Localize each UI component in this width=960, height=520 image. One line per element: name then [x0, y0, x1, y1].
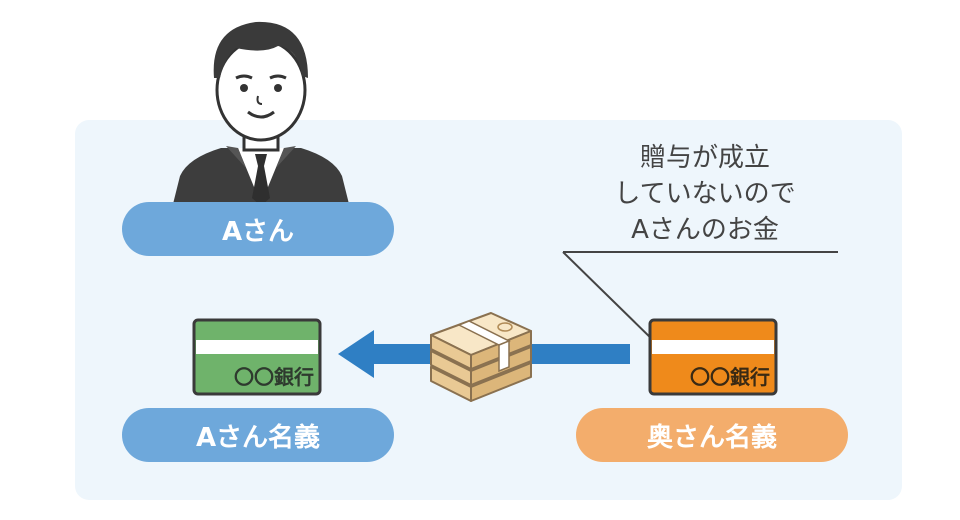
right-bank-card: 〇〇銀行 — [648, 318, 778, 396]
money-stack-icon — [430, 312, 532, 402]
businessman-icon — [172, 21, 350, 208]
left-bank-card: 〇〇銀行 — [192, 318, 322, 396]
right-account-holder-text: 奥さん名義 — [646, 422, 777, 453]
note-line: 贈与が成立 — [639, 143, 770, 173]
left-bank-label: 〇〇銀行 — [234, 365, 314, 389]
right-account-holder-label: 奥さん名義 — [576, 408, 848, 462]
right-bank-label: 〇〇銀行 — [690, 365, 770, 389]
note-text: 贈与が成立 していないので Aさんのお金 — [575, 140, 835, 248]
bank-card-icon — [648, 318, 778, 396]
left-account-holder-text: Aさん名義 — [195, 422, 321, 453]
note-line: Aさんのお金 — [631, 215, 779, 245]
left-account-holder-label: Aさん名義 — [122, 408, 394, 462]
note-line: していないので — [614, 179, 796, 209]
person-name-text: Aさん — [221, 216, 295, 247]
person-name-label: Aさん — [122, 202, 394, 256]
bank-card-icon — [192, 318, 322, 396]
